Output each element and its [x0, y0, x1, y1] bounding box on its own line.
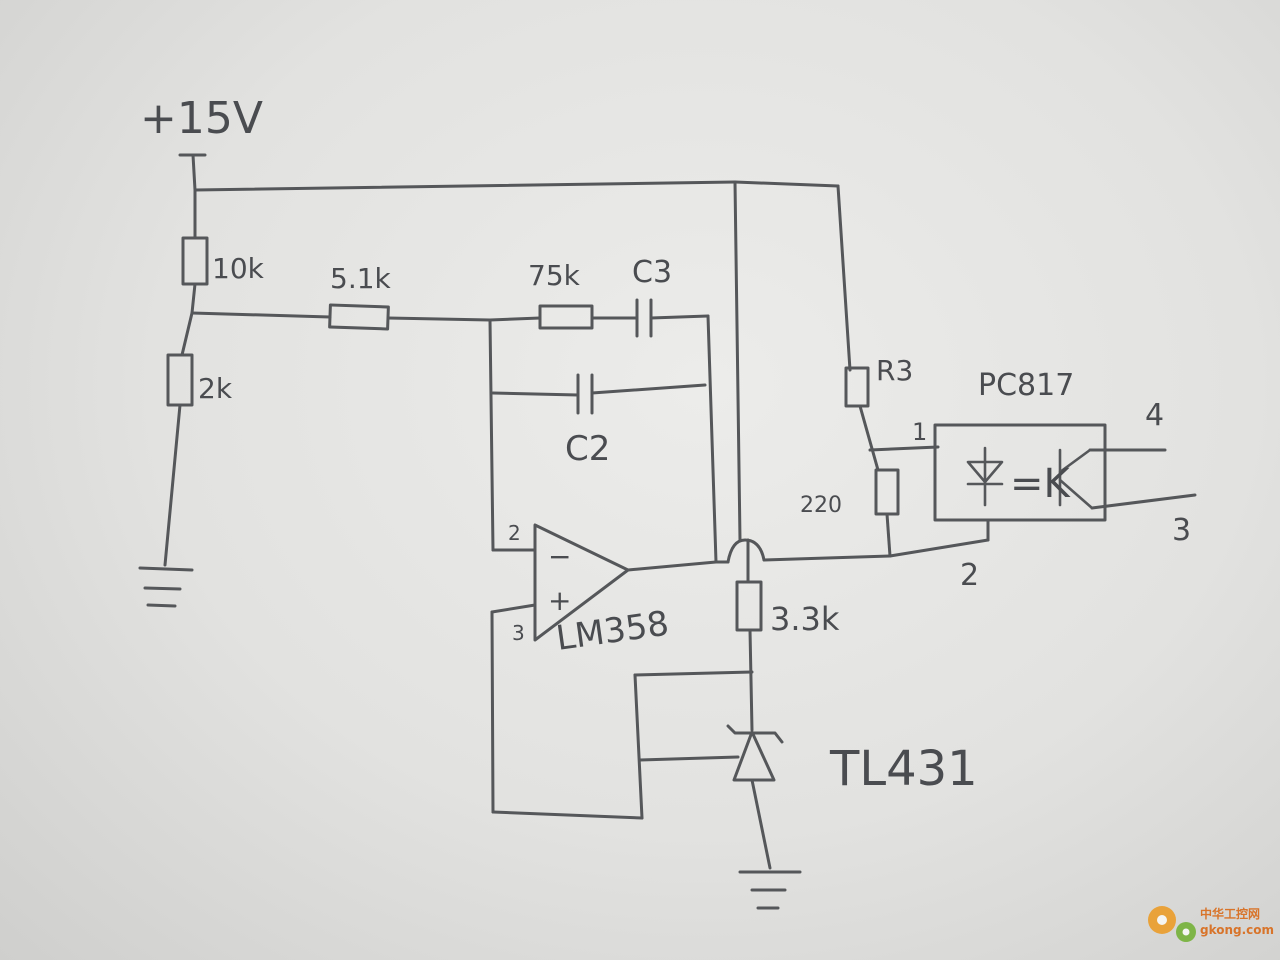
tl431-label: TL431 [829, 741, 978, 797]
c2-feedback [488, 318, 707, 552]
watermark: 中华工控网 gkong.com [1148, 906, 1274, 942]
opto-label: PC817 [978, 368, 1074, 403]
ground-left-2 [143, 586, 182, 591]
led-branch [836, 184, 990, 558]
resistor-75k [538, 304, 594, 330]
divider-network [138, 188, 209, 608]
c2-label: C2 [565, 429, 610, 469]
r-fb-label: 75k [528, 259, 581, 292]
ground-left-1 [138, 566, 194, 572]
opto-pin3-label: 3 [1172, 513, 1191, 548]
r220-label: 220 [800, 493, 842, 518]
pin3-label: 3 [512, 621, 525, 645]
supply-rail [178, 153, 840, 192]
optocoupler-pc817 [933, 423, 1197, 522]
tl431-symbol [732, 730, 776, 782]
minus-label: − [548, 540, 571, 573]
opto-pin4-label: 4 [1145, 398, 1164, 433]
r-in-label: 5.1k [330, 262, 392, 295]
resistor-10k [181, 236, 209, 286]
opto-pin2-label: 2 [960, 558, 979, 593]
opto-pin1-label: 1 [912, 418, 927, 446]
resistor-220 [874, 468, 900, 516]
resistor-5.1k [328, 303, 390, 331]
resistor-3.3k [735, 580, 763, 632]
watermark-cn: 中华工控网 [1200, 906, 1260, 921]
r-top-label: 10k [212, 252, 265, 285]
input-network [190, 298, 718, 564]
labels: +15V 10k 2k 5.1k 75k C3 C2 2 3 − + LM358… [140, 93, 1191, 797]
ground-left-3 [146, 603, 177, 608]
supply-label: +15V [140, 93, 263, 144]
resistor-r3 [844, 366, 870, 408]
opamp-lm358 [490, 523, 754, 820]
plus-label: + [548, 584, 571, 617]
c3-label: C3 [632, 255, 672, 290]
reference-branch [638, 538, 802, 910]
r-ref-label: 3.3k [770, 600, 840, 638]
resistor-2k [166, 353, 194, 407]
r3-label: R3 [876, 354, 913, 387]
pin2-label: 2 [508, 521, 521, 545]
center-wire [726, 180, 892, 564]
watermark-url: gkong.com [1200, 923, 1274, 937]
r-bottom-label: 2k [198, 372, 233, 405]
opto-symbol-label: =K [1010, 461, 1072, 507]
